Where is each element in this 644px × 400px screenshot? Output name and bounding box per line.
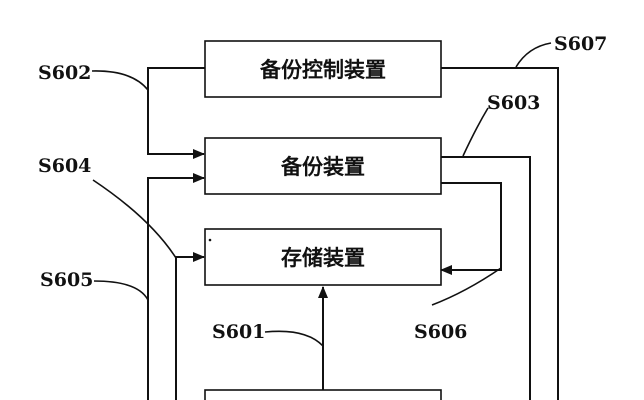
s604-leader xyxy=(92,179,177,259)
flow-s604-line xyxy=(175,252,205,400)
step-label-s607: S607 xyxy=(554,33,607,55)
backup-control-device-label: 备份控制装置 xyxy=(259,58,386,82)
flow-s605-line xyxy=(147,173,205,400)
flow-s606-line xyxy=(440,182,502,275)
s601-leader xyxy=(264,330,324,347)
storage-dot-mark xyxy=(208,238,212,242)
s602-leader xyxy=(91,70,149,91)
backup-control-device-box: 备份控制装置 xyxy=(204,40,442,98)
step-label-s605: S605 xyxy=(40,269,93,291)
s607-leader xyxy=(515,42,552,68)
flow-s602-line xyxy=(147,67,205,159)
flow-s603-line xyxy=(441,156,531,400)
storage-device-label: 存储装置 xyxy=(281,246,365,270)
s606-leader xyxy=(431,267,502,306)
backup-device-box: 备份装置 xyxy=(204,137,442,195)
step-label-s603: S603 xyxy=(487,92,540,114)
step-label-s606: S606 xyxy=(414,321,467,343)
s603-leader xyxy=(462,107,489,157)
step-label-s602: S602 xyxy=(38,62,91,84)
backup-device-label: 备份装置 xyxy=(280,155,365,179)
step-label-s604: S604 xyxy=(38,155,91,177)
storage-device-box: 存储装置 xyxy=(204,228,442,286)
s605-leader xyxy=(93,280,149,301)
flow-s607-line xyxy=(441,67,559,400)
bottom-device-box xyxy=(204,389,442,400)
step-label-s601: S601 xyxy=(212,321,265,343)
